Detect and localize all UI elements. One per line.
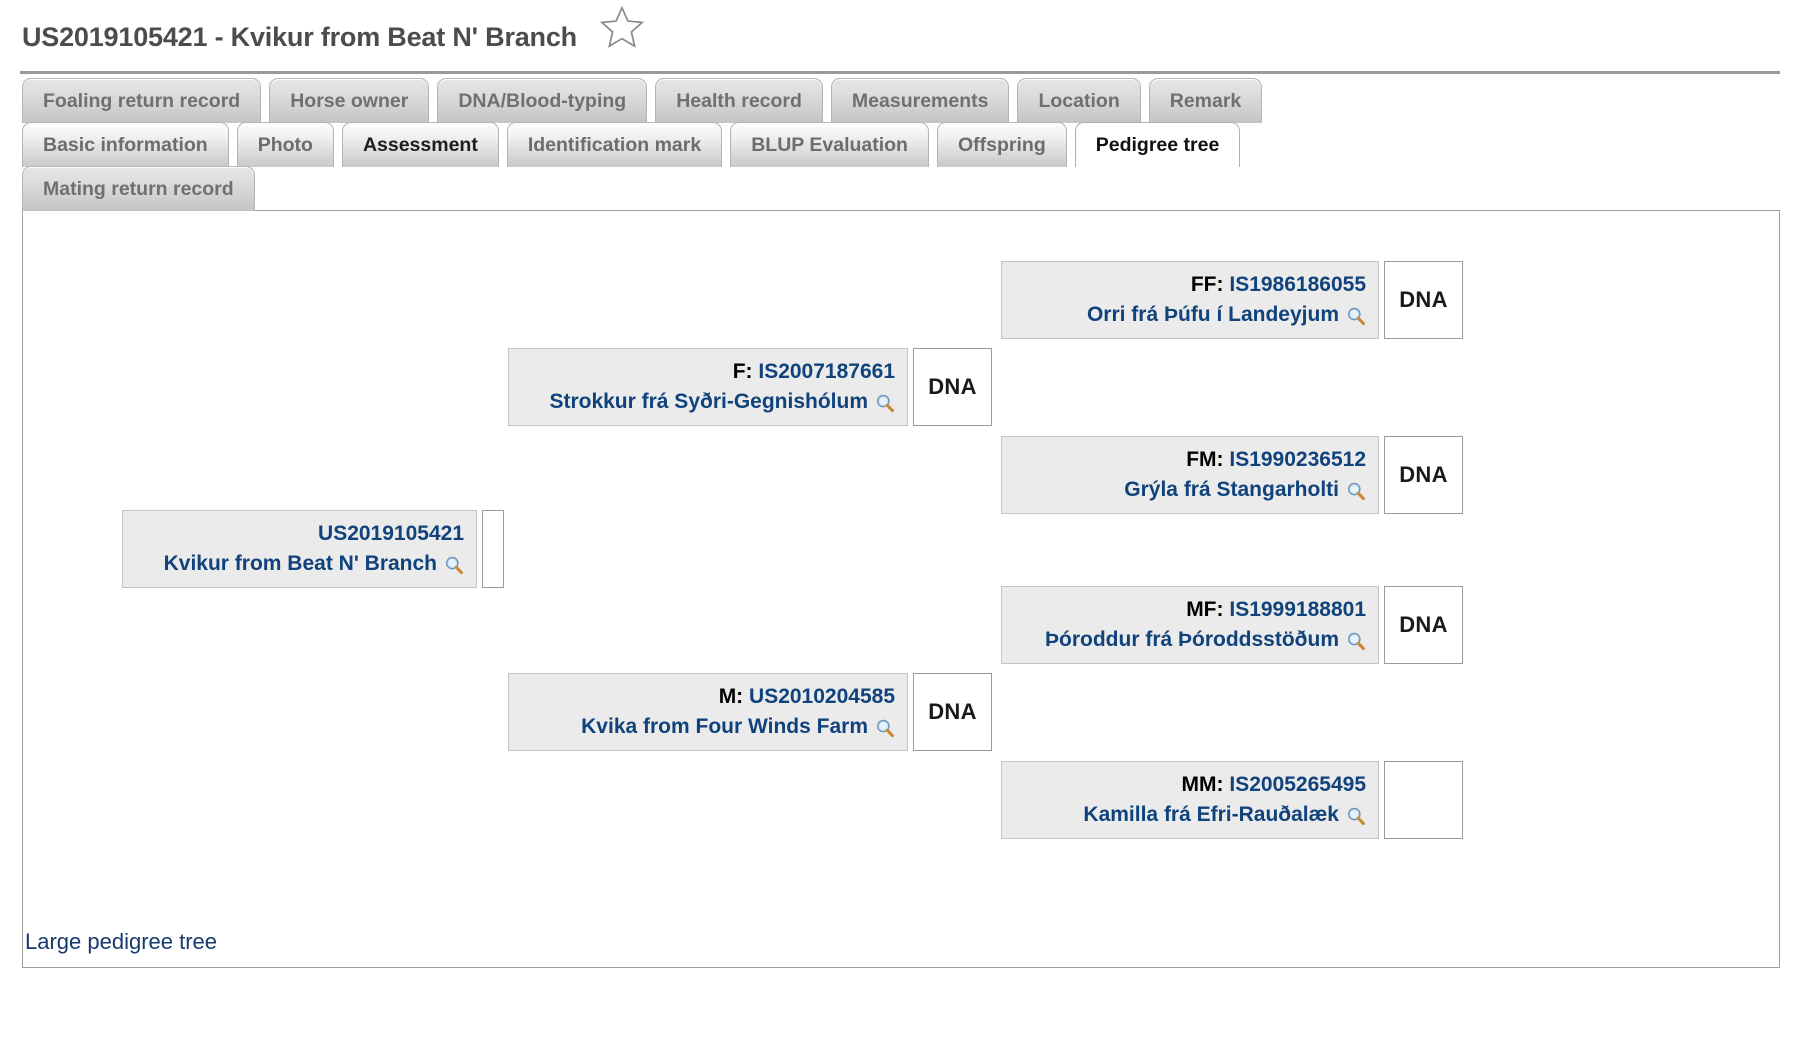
pedigree-node-ff-name: Orri frá Þúfu í Landeyjum xyxy=(1086,302,1339,326)
pedigree-node-mm-prefix: MM: xyxy=(1181,772,1224,796)
pedigree-node-f-line2: Strokkur frá Syðri-Gegnishólum xyxy=(521,387,895,417)
pedigree-node-fm-name: Grýla frá Stangarholti xyxy=(1124,477,1339,501)
tab-measurements[interactable]: Measurements xyxy=(830,78,1010,123)
large-pedigree-tree-link[interactable]: Large pedigree tree xyxy=(25,929,218,954)
pedigree-node-self-id: US2019105421 xyxy=(318,521,464,545)
pedigree-node-f-name: Strokkur frá Syðri-Gegnishólum xyxy=(549,389,868,413)
pedigree-node-mf-id: IS1999188801 xyxy=(1229,597,1366,621)
tab-basic-information[interactable]: Basic information xyxy=(22,122,229,167)
pedigree-node-fm-box[interactable]: FM: IS1990236512 Grýla frá Stangarholti xyxy=(1001,436,1379,514)
pedigree-node-ff-dna-button[interactable]: DNA xyxy=(1384,261,1463,339)
tab-dna-blood-typing[interactable]: DNA/Blood-typing xyxy=(437,78,648,123)
pedigree-node-fm-prefix: FM: xyxy=(1186,447,1224,471)
pedigree-node-ff-line1: FF: IS1986186055 xyxy=(1014,270,1366,300)
pedigree-node-ff-id: IS1986186055 xyxy=(1229,272,1366,296)
pedigree-node-mm-line1: MM: IS2005265495 xyxy=(1014,770,1366,800)
magnifying-glass-icon[interactable] xyxy=(444,554,464,574)
magnifying-glass-icon[interactable] xyxy=(1346,305,1366,325)
pedigree-node-mf-prefix: MF: xyxy=(1186,597,1224,621)
pedigree-node-f-id: IS2007187661 xyxy=(758,359,895,383)
pedigree-tree-panel: FF: IS1986186055 Orri frá Þúfu í Landeyj… xyxy=(22,210,1780,968)
tab-bar: Foaling return record Horse owner DNA/Bl… xyxy=(0,78,1798,211)
pedigree-node-self: US2019105421 Kvikur from Beat N' Branch xyxy=(122,510,504,588)
pedigree-node-mm-dna-button xyxy=(1384,761,1463,839)
pedigree-node-self-line2: Kvikur from Beat N' Branch xyxy=(135,549,464,579)
page-header: US2019105421 - Kvikur from Beat N' Branc… xyxy=(0,0,1798,78)
pedigree-node-f: F: IS2007187661 Strokkur frá Syðri-Gegni… xyxy=(508,348,992,426)
pedigree-node-mf: MF: IS1999188801 Þóroddur frá Þóroddsstö… xyxy=(1001,586,1463,664)
pedigree-node-mm-line2: Kamilla frá Efri-Rauðalæk xyxy=(1014,800,1366,830)
pedigree-node-self-box[interactable]: US2019105421 Kvikur from Beat N' Branch xyxy=(122,510,477,588)
pedigree-node-self-name: Kvikur from Beat N' Branch xyxy=(163,551,437,575)
magnifying-glass-icon[interactable] xyxy=(1346,805,1366,825)
pedigree-node-self-line1: US2019105421 xyxy=(135,519,464,549)
tab-identification-mark[interactable]: Identification mark xyxy=(506,122,723,167)
pedigree-node-mm-name: Kamilla frá Efri-Rauðalæk xyxy=(1083,802,1339,826)
tab-row-1: Foaling return record Horse owner DNA/Bl… xyxy=(22,78,1780,123)
pedigree-node-m-name: Kvika from Four Winds Farm xyxy=(581,714,868,738)
pedigree-node-f-box[interactable]: F: IS2007187661 Strokkur frá Syðri-Gegni… xyxy=(508,348,908,426)
tab-location[interactable]: Location xyxy=(1017,78,1141,123)
pedigree-node-f-dna-button[interactable]: DNA xyxy=(913,348,992,426)
pedigree-node-m: M: US2010204585 Kvika from Four Winds Fa… xyxy=(508,673,992,751)
pedigree-node-mf-name: Þóroddur frá Þóroddsstöðum xyxy=(1045,627,1339,651)
tab-health-record[interactable]: Health record xyxy=(655,78,823,123)
pedigree-node-m-line1: M: US2010204585 xyxy=(521,682,895,712)
pedigree-node-ff: FF: IS1986186055 Orri frá Þúfu í Landeyj… xyxy=(1001,261,1463,339)
tab-foaling-return-record[interactable]: Foaling return record xyxy=(22,78,262,123)
pedigree-node-fm: FM: IS1990236512 Grýla frá Stangarholti … xyxy=(1001,436,1463,514)
pedigree-node-f-line1: F: IS2007187661 xyxy=(521,357,895,387)
pedigree-node-mm-id: IS2005265495 xyxy=(1229,772,1366,796)
magnifying-glass-icon[interactable] xyxy=(875,392,895,412)
tab-offspring[interactable]: Offspring xyxy=(936,122,1067,167)
tab-mating-return-record[interactable]: Mating return record xyxy=(22,166,255,211)
tab-photo[interactable]: Photo xyxy=(236,122,334,167)
tab-assessment[interactable]: Assessment xyxy=(341,122,499,167)
pedigree-node-m-line2: Kvika from Four Winds Farm xyxy=(521,712,895,742)
tab-row-3: Mating return record xyxy=(22,166,1780,211)
magnifying-glass-icon[interactable] xyxy=(875,717,895,737)
pedigree-node-m-dna-button[interactable]: DNA xyxy=(913,673,992,751)
pedigree-node-self-dna-button xyxy=(482,510,504,588)
tab-blup-evaluation[interactable]: BLUP Evaluation xyxy=(730,122,929,167)
pedigree-node-ff-line2: Orri frá Þúfu í Landeyjum xyxy=(1014,300,1366,330)
magnifying-glass-icon[interactable] xyxy=(1346,630,1366,650)
pedigree-node-fm-id: IS1990236512 xyxy=(1229,447,1366,471)
pedigree-node-mf-line2: Þóroddur frá Þóroddsstöðum xyxy=(1014,625,1366,655)
pedigree-node-f-prefix: F: xyxy=(732,359,753,383)
tab-pedigree-tree[interactable]: Pedigree tree xyxy=(1074,122,1241,169)
pedigree-tree: FF: IS1986186055 Orri frá Þúfu í Landeyj… xyxy=(23,211,1779,967)
pedigree-node-ff-prefix: FF: xyxy=(1190,272,1224,296)
pedigree-node-ff-box[interactable]: FF: IS1986186055 Orri frá Þúfu í Landeyj… xyxy=(1001,261,1379,339)
pedigree-node-mm-box[interactable]: MM: IS2005265495 Kamilla frá Efri-Rauðal… xyxy=(1001,761,1379,839)
pedigree-node-mf-dna-button[interactable]: DNA xyxy=(1384,586,1463,664)
header-divider xyxy=(20,71,1780,74)
tab-row-2: Basic information Photo Assessment Ident… xyxy=(22,122,1780,169)
star-outline-icon[interactable] xyxy=(599,4,645,50)
pedigree-node-m-box[interactable]: M: US2010204585 Kvika from Four Winds Fa… xyxy=(508,673,908,751)
tab-horse-owner[interactable]: Horse owner xyxy=(269,78,430,123)
page-title: US2019105421 - Kvikur from Beat N' Branc… xyxy=(22,22,577,52)
pedigree-node-m-prefix: M: xyxy=(718,684,744,708)
pedigree-node-m-id: US2010204585 xyxy=(749,684,895,708)
pedigree-node-fm-dna-button[interactable]: DNA xyxy=(1384,436,1463,514)
tab-remark[interactable]: Remark xyxy=(1148,78,1263,123)
magnifying-glass-icon[interactable] xyxy=(1346,480,1366,500)
pedigree-node-mm: MM: IS2005265495 Kamilla frá Efri-Rauðal… xyxy=(1001,761,1463,839)
pedigree-node-mf-line1: MF: IS1999188801 xyxy=(1014,595,1366,625)
pedigree-node-mf-box[interactable]: MF: IS1999188801 Þóroddur frá Þóroddsstö… xyxy=(1001,586,1379,664)
pedigree-node-fm-line1: FM: IS1990236512 xyxy=(1014,445,1366,475)
pedigree-node-fm-line2: Grýla frá Stangarholti xyxy=(1014,475,1366,505)
